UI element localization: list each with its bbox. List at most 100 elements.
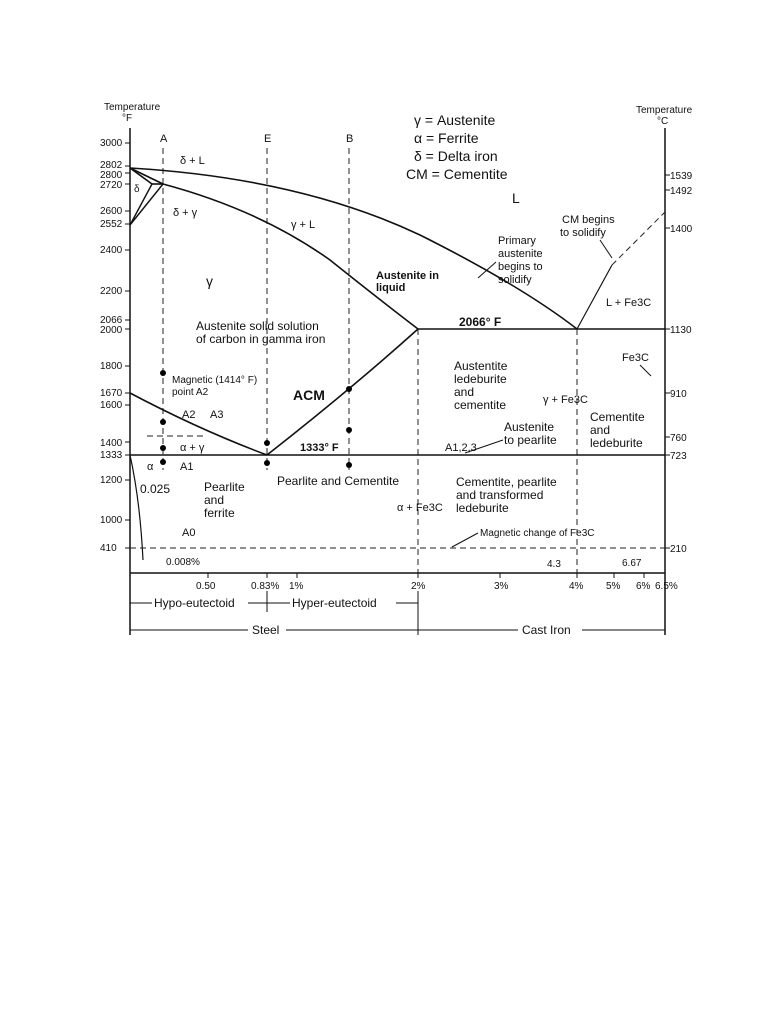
bottom-tick-labels: 0.50 0.83% 1% 2% 3% 4% 5% 6% 6.67 6.5% <box>196 558 678 592</box>
label-aus-liquid-1: Austenite in <box>376 270 439 282</box>
label-aus-liquid-2: liquid <box>376 282 405 294</box>
label-delta-l: δ + L <box>180 155 205 167</box>
label-pearlite-cementite: Pearlite and Cementite <box>277 474 399 488</box>
cm-solidify-line <box>576 264 613 330</box>
data-point <box>346 386 352 392</box>
label-primary-2: austenite <box>498 248 543 260</box>
delta-gamma-boundary <box>129 183 164 226</box>
marker-b-label: B <box>346 133 353 145</box>
bottom-tick-label: 6% <box>636 581 651 592</box>
label-43: 4.3 <box>547 559 561 570</box>
label-0025: 0.025 <box>140 482 170 496</box>
label-delta-small: δ <box>134 184 140 195</box>
left-tick-label: 410 <box>100 543 117 554</box>
left-tick-label: 2400 <box>100 245 123 256</box>
label-l-fe3c: L + Fe3C <box>606 297 651 309</box>
bottom-tick-label: 6.5% <box>655 581 678 592</box>
right-tick-label: 1539 <box>670 171 693 182</box>
label-aus-led-2: ledeburite <box>454 372 507 386</box>
data-point <box>160 459 166 465</box>
label-cem-led-1: Cementite <box>590 410 645 424</box>
label-cem-led-3: ledeburite <box>590 436 643 450</box>
label-cast-iron: Cast Iron <box>522 623 571 637</box>
label-cm-begins-2: to solidify <box>560 227 606 239</box>
right-tick-label: 760 <box>670 433 687 444</box>
left-tick-label: 2000 <box>100 325 123 336</box>
bottom-tick-label: 6.67 <box>622 558 642 569</box>
label-a123: A1,2,3 <box>445 442 477 454</box>
a3-line <box>129 392 268 456</box>
solidus-curve <box>162 183 419 330</box>
label-hyper-eutectoid: Hyper-eutectoid <box>292 596 377 610</box>
delta-boundary <box>129 183 153 226</box>
label-aus-pearlite-2: to pearlite <box>504 433 557 447</box>
left-tick-label: 1000 <box>100 515 123 526</box>
label-gamma-l: γ + L <box>291 219 315 231</box>
legend-cm: CM = Cementite <box>406 166 508 182</box>
right-axis-unit: °C <box>657 116 668 127</box>
label-a1: A1 <box>180 461 193 473</box>
left-tick-marks <box>125 142 130 549</box>
legend: γ = Austenite α = Ferrite δ = Delta iron… <box>406 112 508 182</box>
left-tick-label: 1333 <box>100 450 123 461</box>
label-steel: Steel <box>252 623 279 637</box>
left-tick-label: 1600 <box>100 400 123 411</box>
left-axis-unit: °F <box>122 113 132 124</box>
cm-begins-pointer <box>599 239 613 259</box>
data-point <box>160 445 166 451</box>
bottom-tick-marks <box>207 573 645 578</box>
label-aus-solid-2: of carbon in gamma iron <box>196 332 325 346</box>
label-aus-led-1: Austentite <box>454 359 508 373</box>
label-pf-1: Pearlite <box>204 480 245 494</box>
bottom-tick-label: 0.50 <box>196 581 216 592</box>
plot-points <box>160 370 352 468</box>
label-aus-led-4: cementite <box>454 398 506 412</box>
label-cpl-2: and transformed <box>456 488 543 502</box>
label-aus-solid-1: Austenite solid solution <box>196 319 319 333</box>
label-a0: A0 <box>182 527 195 539</box>
data-point <box>160 419 166 425</box>
primary-pointer <box>477 261 497 279</box>
left-tick-labels: 3000 2802 2800 2720 2600 2552 2400 2200 … <box>100 138 123 554</box>
left-tick-label: 1670 <box>100 388 123 399</box>
aus-pearlite-pointer <box>464 439 504 454</box>
left-tick-label: 1800 <box>100 361 123 372</box>
left-axis-title: Temperature <box>104 102 161 113</box>
label-aus-pearlite-1: Austenite <box>504 420 554 434</box>
acm-line <box>266 328 419 456</box>
delta-upper-boundary <box>129 167 153 185</box>
legend-gamma: γ = Austenite <box>414 112 496 128</box>
left-tick-label: 1200 <box>100 475 123 486</box>
label-cpl-3: ledeburite <box>456 501 509 515</box>
label-pf-2: and <box>204 493 224 507</box>
label-1333: 1333° F <box>300 442 339 454</box>
label-cem-led-2: and <box>590 423 610 437</box>
label-mag-change: Magnetic change of Fe3C <box>480 528 595 539</box>
bottom-tick-label: 3% <box>494 581 509 592</box>
left-tick-label: 2802 <box>100 160 123 171</box>
label-a2: A2 <box>182 409 195 421</box>
bottom-tick-label: 1% <box>289 581 304 592</box>
ferrite-solvus <box>129 454 144 561</box>
left-tick-label: 2600 <box>100 206 123 217</box>
label-primary-4: solidify <box>498 274 532 286</box>
label-primary-3: begins to <box>498 261 543 273</box>
bottom-tick-label: 4% <box>569 581 584 592</box>
right-tick-label: 1492 <box>670 186 693 197</box>
label-alpha-fe3c: α + Fe3C <box>397 502 443 514</box>
label-cpl-1: Cementite, pearlite <box>456 475 557 489</box>
label-alpha: α <box>147 461 154 473</box>
data-point <box>264 460 270 466</box>
left-tick-label: 3000 <box>100 138 123 149</box>
cm-solidify-dashed <box>611 211 666 266</box>
left-tick-label: 2720 <box>100 180 123 191</box>
left-tick-label: 2200 <box>100 286 123 297</box>
mag-change-pointer <box>451 532 479 548</box>
marker-a-label: A <box>160 133 168 145</box>
right-tick-label: 1130 <box>670 325 692 336</box>
right-tick-label: 723 <box>670 451 687 462</box>
peritectic-left <box>129 167 164 185</box>
phase-boundaries <box>129 167 666 561</box>
left-tick-label: 2552 <box>100 219 123 230</box>
